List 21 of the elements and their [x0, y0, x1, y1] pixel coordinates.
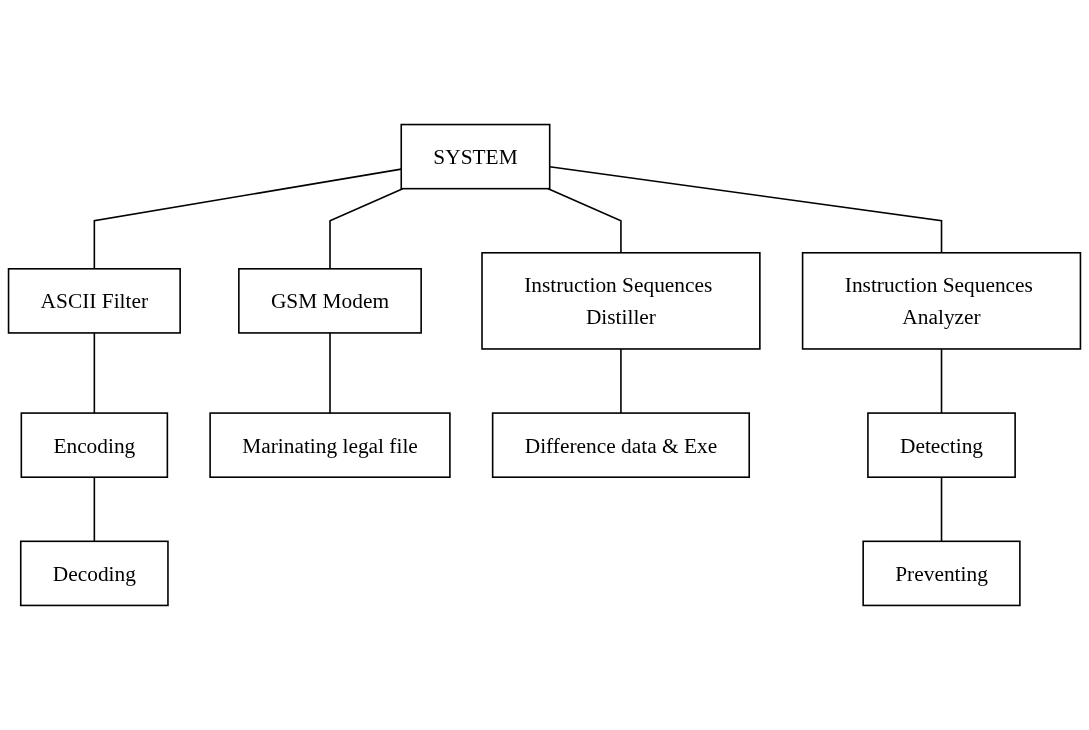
node-box: Detecting: [867, 412, 1016, 478]
connector: [620, 348, 622, 414]
node-box: Decoding: [19, 540, 169, 607]
connector: [548, 166, 943, 254]
connector: [93, 476, 96, 543]
connector: [940, 348, 943, 414]
connector: [329, 332, 331, 414]
node-box: Instruction Sequences Analyzer: [801, 252, 1082, 350]
node-box: SYSTEM: [400, 123, 551, 190]
node-box: Marinating legal file: [209, 412, 451, 478]
node-box: Encoding: [20, 412, 169, 478]
node-box: Preventing: [862, 540, 1021, 607]
connector: [93, 168, 403, 270]
node-box: Instruction Sequences Distiller: [481, 252, 761, 350]
node-box: ASCII Filter: [7, 268, 181, 334]
connector: [940, 476, 943, 543]
node-box: GSM Modem: [238, 268, 422, 334]
connector: [547, 187, 622, 254]
connector: [329, 187, 404, 270]
connector: [93, 332, 96, 414]
node-box: Difference data & Exe: [491, 412, 750, 478]
